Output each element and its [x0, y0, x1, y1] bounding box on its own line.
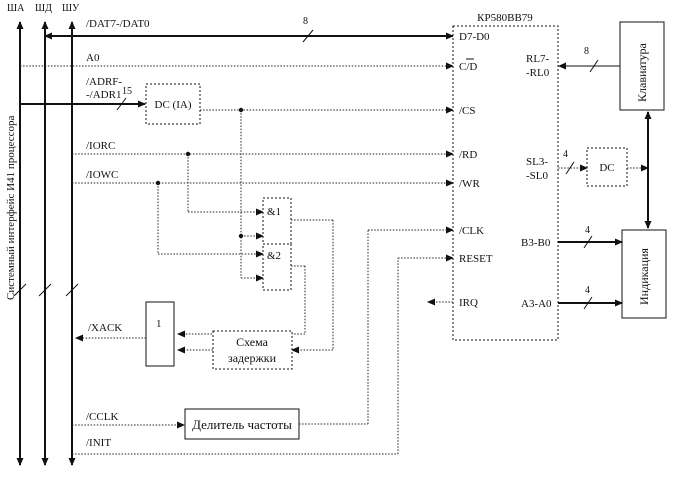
pin-sl-label-2: -SL0 — [526, 170, 549, 182]
signal-adrf-label-2: -/ADR1 — [86, 89, 121, 101]
signal-adrf-label-1: /ADRF- — [86, 76, 122, 88]
system-buses: ША ШД ШУ Системный интерфейс И41 процесс… — [5, 3, 80, 466]
pin-cd-label: C/D — [459, 61, 477, 73]
data-bus-wire: /DAT7-/DAT0 8 — [44, 16, 454, 43]
and2-label: &2 — [267, 250, 281, 262]
and2-gate — [262, 243, 292, 291]
b-width-label: 4 — [585, 225, 590, 236]
dc-ia-block — [145, 83, 201, 125]
signal-xack-label: /XACK — [88, 322, 122, 334]
signal-iowc-label: /IOWC — [86, 169, 118, 181]
signal-dat-label: /DAT7-/DAT0 — [86, 18, 150, 30]
pin-a-label: A3-A0 — [521, 298, 552, 310]
pin-wr-label: /WR — [459, 178, 480, 190]
cclk-wire: /CCLK — [72, 411, 185, 429]
indication-label: Индикация — [637, 248, 651, 305]
chip-title: КР580ВВ79 — [477, 12, 533, 24]
data-width-label: 8 — [303, 16, 308, 27]
address-wire: /ADRF- -/ADR1 15 — [20, 76, 146, 111]
delay-label-1: Схема — [236, 335, 269, 349]
or1-label: 1 — [156, 318, 162, 330]
frequency-divider-label: Делитель частоты — [192, 417, 292, 432]
pin-rl-label-2: -RL0 — [526, 67, 550, 79]
dc-ia-label: DC (IA) — [155, 99, 192, 111]
kr580vv79-chip — [452, 25, 559, 341]
iowc-wire: /IOWC — [72, 169, 454, 258]
bus-shu-label: ШУ — [62, 3, 80, 14]
system-interface-label: Системный интерфейс И41 процессора — [5, 115, 17, 300]
pin-sl-label-1: SL3- — [526, 156, 548, 168]
indication-block — [621, 229, 667, 319]
signal-a0-label: A0 — [86, 52, 100, 64]
pin-reset-label: RESET — [459, 253, 493, 265]
signal-cclk-label: /CCLK — [86, 411, 118, 423]
rl-width-label: 8 — [584, 46, 589, 57]
dc-block — [586, 147, 628, 187]
pin-cs-label: /CS — [459, 105, 476, 117]
and1-gate — [262, 197, 292, 245]
keyboard-label: Клавиатура — [635, 42, 649, 102]
init-wire: /INIT — [72, 254, 454, 455]
pin-b-label: B3-B0 — [521, 237, 551, 249]
signal-iorc-label: /IORC — [86, 140, 115, 152]
pin-rd-label: /RD — [459, 149, 477, 161]
signal-init-label: /INIT — [86, 437, 111, 449]
and1-label: &1 — [267, 206, 281, 218]
xack-wire: /XACK — [75, 322, 146, 342]
a0-wire: A0 — [20, 52, 454, 70]
delay-label-2: задержки — [228, 351, 277, 365]
keyboard-block — [619, 21, 665, 111]
dc-label: DC — [599, 162, 614, 174]
delay-block — [212, 330, 293, 370]
pin-d-label: D7-D0 — [459, 31, 490, 43]
or1-gate — [145, 301, 175, 367]
pin-clk-label: /CLK — [459, 225, 484, 237]
address-width-label: 15 — [122, 86, 132, 97]
bus-sha-label: ША — [7, 3, 25, 14]
bus-shd-label: ШД — [35, 3, 52, 14]
a-width-label: 4 — [585, 285, 590, 296]
pin-irq-label: IRQ — [459, 297, 478, 309]
sl-width-label: 4 — [563, 149, 568, 160]
pin-rl-label-1: RL7- — [526, 53, 550, 65]
